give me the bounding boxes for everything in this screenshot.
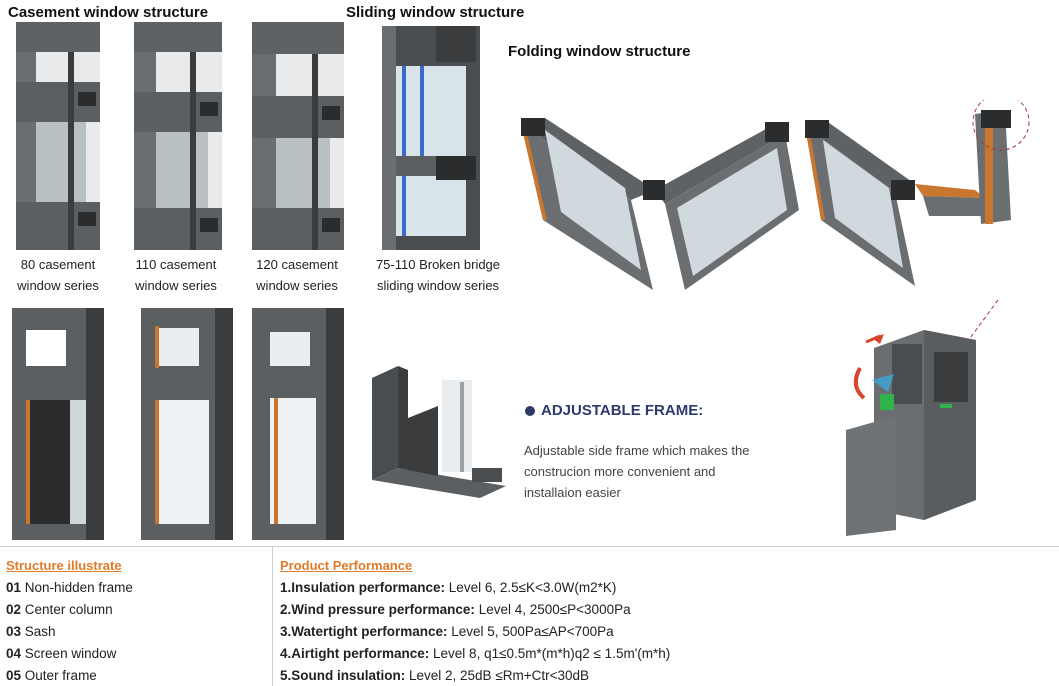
adjustable-frame-description: Adjustable side frame which makes the co…	[524, 440, 749, 503]
caption-line2: sliding window series	[376, 278, 500, 293]
performance-header: Product Performance	[280, 558, 413, 573]
structure-item: 01 Non-hidden frame	[6, 577, 272, 599]
item-label: Sash	[24, 624, 56, 639]
structure-header: Structure illustrate	[6, 558, 122, 573]
structure-item: 02 Center column	[6, 599, 272, 621]
item-number: 03	[6, 624, 22, 639]
item-label: Outer frame	[24, 668, 97, 683]
adjustable-frame-title-text: ADJUSTABLE FRAME:	[541, 402, 704, 419]
performance-title: 4.Airtight performance:	[280, 646, 430, 661]
item-label: Non-hidden frame	[24, 580, 133, 595]
item-number: 01	[6, 580, 22, 595]
performance-value: Level 4, 2500≤P<3000Pa	[474, 602, 631, 617]
performance-value: Level 8, q1≤0.5m*(m*h)q2 ≤ 1.5m'(m*h)	[429, 646, 671, 661]
performance-value: Level 5, 500Pa≤AP<700Pa	[447, 624, 614, 639]
folding-window-illustration	[521, 100, 1030, 290]
casement-heading: Casement window structure	[8, 4, 209, 21]
structure-item: 03 Sash	[6, 621, 272, 643]
performance-item: 5.Sound insulation: Level 2, 25dB ≤Rm+Ct…	[280, 665, 1059, 686]
caption-line1: 110 casement	[135, 257, 217, 272]
performance-value: Level 6, 2.5≤K<3.0W(m2*K)	[445, 580, 617, 595]
performance-value: Level 2, 25dB ≤Rm+Ctr<30dB	[405, 668, 590, 683]
casement-frame-section-1	[12, 308, 104, 540]
performance-column: Product Performance 1.Insulation perform…	[274, 547, 1059, 686]
bullet-dot-icon	[525, 405, 535, 416]
performance-title: 1.Insulation performance:	[280, 580, 446, 595]
performance-item: 2.Wind pressure performance: Level 4, 25…	[280, 599, 1059, 621]
structure-item: 04 Screen window	[6, 643, 272, 665]
adjustable-frame-illustration	[372, 366, 506, 498]
spec-table: Structure illustrate 01 Non-hidden frame…	[0, 546, 1059, 686]
casement-120-illustration	[252, 22, 344, 250]
performance-title: 3.Watertight performance:	[280, 624, 448, 639]
caption-75-110-sliding: 75-110 Broken bridge sliding window seri…	[368, 254, 508, 296]
caption-line1: 80 casement	[20, 257, 96, 272]
desc-line: Adjustable side frame which makes the	[524, 443, 750, 458]
sliding-heading: Sliding window structure	[346, 4, 525, 21]
performance-title: 2.Wind pressure performance:	[280, 602, 475, 617]
item-number: 05	[6, 668, 22, 683]
casement-frame-section-2	[141, 308, 233, 540]
casement-110-illustration	[134, 22, 222, 250]
caption-line1: 75-110 Broken bridge	[375, 257, 501, 272]
caption-line2: window series	[256, 278, 338, 293]
performance-item: 1.Insulation performance: Level 6, 2.5≤K…	[280, 577, 1059, 599]
structure-item: 05 Outer frame	[6, 665, 272, 686]
performance-title: 5.Sound insulation:	[280, 668, 406, 683]
casement-frame-section-3	[252, 308, 344, 540]
adjustable-frame-title: ADJUSTABLE FRAME:	[525, 402, 703, 419]
caption-110-casement: 110 casement window series	[126, 254, 226, 296]
folding-heading: Folding window structure	[508, 43, 691, 60]
adjustable-profile-detail	[846, 300, 999, 536]
casement-80-illustration	[16, 22, 100, 250]
item-label: Screen window	[24, 646, 117, 661]
caption-line2: window series	[17, 278, 99, 293]
caption-line2: window series	[135, 278, 217, 293]
item-number: 02	[6, 602, 22, 617]
desc-line: installaion easier	[524, 485, 621, 500]
performance-item: 4.Airtight performance: Level 8, q1≤0.5m…	[280, 643, 1059, 665]
desc-line: construcion more convenient and	[524, 464, 716, 479]
item-label: Center column	[24, 602, 113, 617]
performance-item: 3.Watertight performance: Level 5, 500Pa…	[280, 621, 1059, 643]
sliding-75-110-illustration	[382, 26, 480, 250]
caption-120-casement: 120 casement window series	[247, 254, 347, 296]
caption-line1: 120 casement	[256, 257, 338, 272]
caption-80-casement: 80 casement window series	[8, 254, 108, 296]
structure-column: Structure illustrate 01 Non-hidden frame…	[0, 547, 273, 686]
item-number: 04	[6, 646, 22, 661]
